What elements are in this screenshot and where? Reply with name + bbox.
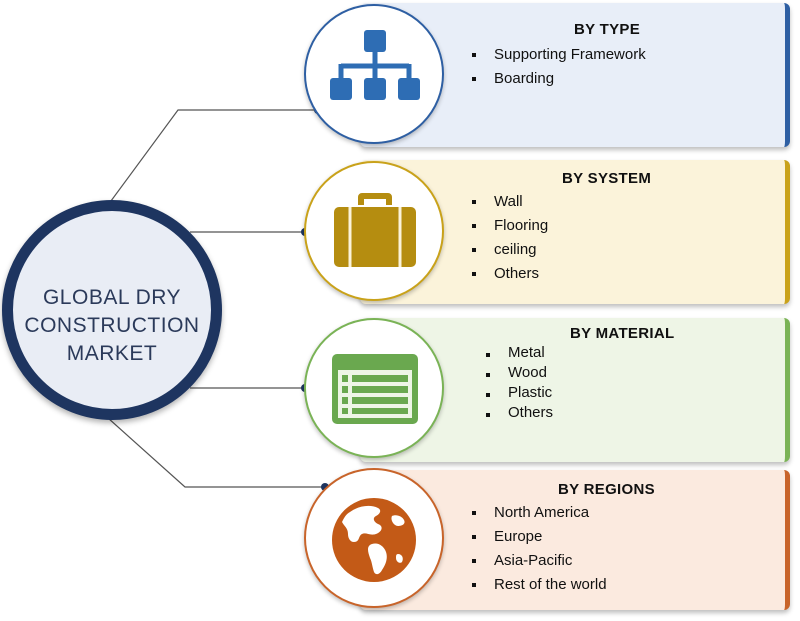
item-list-material: Metal Wood Plastic Others	[484, 343, 553, 423]
list-item: Wood	[484, 363, 553, 383]
item-list-regions: North America Europe Asia-Pacific Rest o…	[470, 501, 607, 597]
center-title-line-2: CONSTRUCTION	[24, 314, 200, 337]
list-item: Wall	[470, 190, 548, 214]
center-title: GLOBAL DRY CONSTRUCTION MARKET	[13, 284, 211, 368]
icon-circle-type	[304, 4, 444, 144]
center-title-line-3: MARKET	[66, 342, 158, 365]
globe-icon	[332, 498, 416, 582]
connector-type	[107, 109, 318, 206]
hierarchy-icon	[330, 30, 420, 100]
panel-title-system: BY SYSTEM	[562, 170, 652, 187]
list-item: Asia-Pacific	[470, 549, 607, 573]
center-title-line-1: GLOBAL DRY	[42, 286, 182, 309]
briefcase-icon	[334, 193, 416, 267]
item-list-system: Wall Flooring ceiling Others	[470, 190, 548, 286]
list-item: Metal	[484, 343, 553, 363]
list-item: North America	[470, 501, 607, 525]
icon-circle-system	[304, 161, 444, 301]
connector-regions	[107, 417, 325, 488]
list-item: Supporting Framework	[470, 43, 646, 67]
panel-title-regions: BY REGIONS	[558, 481, 655, 498]
list-table-icon	[332, 354, 418, 424]
list-item: Flooring	[470, 214, 548, 238]
list-item: Others	[484, 403, 553, 423]
list-item: Others	[470, 262, 548, 286]
icon-circle-material	[304, 318, 444, 458]
list-item: Europe	[470, 525, 607, 549]
panel-title-material: BY MATERIAL	[570, 325, 675, 342]
icon-circle-regions	[304, 468, 444, 608]
center-circle: GLOBAL DRY CONSTRUCTION MARKET	[2, 200, 222, 420]
panel-title-type: BY TYPE	[574, 21, 641, 38]
item-list-type: Supporting Framework Boarding	[470, 43, 646, 91]
list-item: Plastic	[484, 383, 553, 403]
list-item: ceiling	[470, 238, 548, 262]
list-item: Rest of the world	[470, 573, 607, 597]
list-item: Boarding	[470, 67, 646, 91]
